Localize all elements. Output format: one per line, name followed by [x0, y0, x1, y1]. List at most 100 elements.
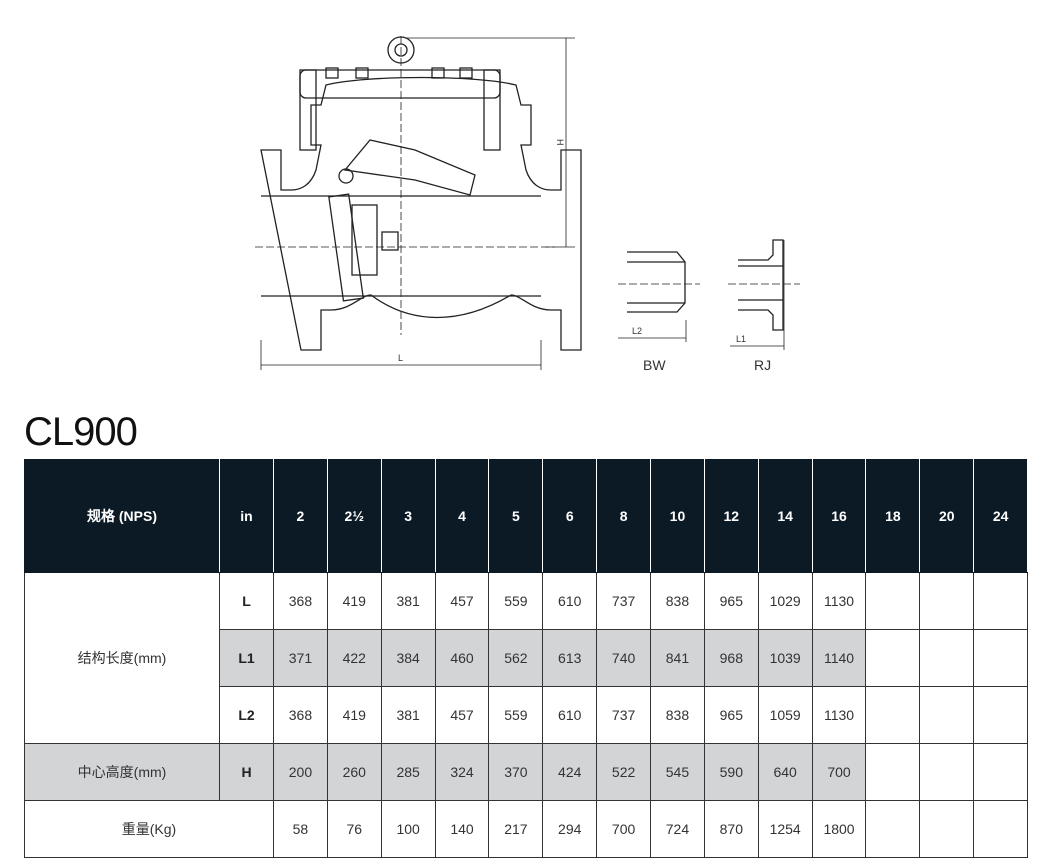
value-cell: 381 — [380, 686, 436, 744]
dimension-lines — [260, 37, 785, 370]
size-header: 6 — [542, 458, 598, 573]
value-cell — [919, 800, 975, 858]
size-header: 12 — [703, 458, 759, 573]
value-cell — [973, 743, 1029, 801]
rj-end-detail — [738, 239, 784, 331]
value-cell — [973, 686, 1029, 744]
bw-end-detail — [627, 251, 686, 313]
value-cell: 368 — [273, 686, 328, 744]
value-cell: 1039 — [757, 629, 813, 687]
value-cell: 740 — [596, 629, 652, 687]
value-cell: 965 — [703, 572, 759, 630]
valve-drawing: L H L2 L1 BW RJ — [255, 36, 800, 373]
dim-L2-label: L2 — [632, 326, 642, 336]
center-lines — [255, 36, 800, 335]
value-cell: 260 — [326, 743, 382, 801]
dim-H-label: H — [555, 139, 565, 146]
value-cell: 200 — [273, 743, 328, 801]
value-cell: 422 — [326, 629, 382, 687]
value-cell: 370 — [488, 743, 544, 801]
value-cell: 76 — [326, 800, 382, 858]
value-cell: 737 — [596, 572, 652, 630]
rj-label: RJ — [754, 357, 771, 373]
value-cell: 870 — [703, 800, 759, 858]
value-cell: 613 — [542, 629, 598, 687]
bw-label: BW — [643, 357, 666, 373]
row-key: L2 — [219, 686, 274, 744]
value-cell — [865, 572, 921, 630]
size-header: 24 — [973, 458, 1029, 573]
dim-L1-label: L1 — [736, 334, 746, 344]
page-title: CL900 — [24, 410, 138, 454]
value-cell: 1029 — [757, 572, 813, 630]
value-cell: 100 — [380, 800, 436, 858]
value-cell: 522 — [596, 743, 652, 801]
value-cell: 217 — [488, 800, 544, 858]
size-header: 2½ — [326, 458, 382, 573]
value-cell — [865, 629, 921, 687]
value-cell: 1130 — [811, 686, 867, 744]
value-cell: 1059 — [757, 686, 813, 744]
size-header: 3 — [380, 458, 436, 573]
row-key: L — [219, 572, 274, 630]
size-header: 20 — [919, 458, 975, 573]
value-cell — [973, 572, 1029, 630]
size-header: 8 — [596, 458, 652, 573]
value-cell: 700 — [596, 800, 652, 858]
value-cell: 419 — [326, 572, 382, 630]
value-cell: 424 — [542, 743, 598, 801]
value-cell: 838 — [650, 686, 705, 744]
value-cell: 559 — [488, 686, 544, 744]
value-cell: 419 — [326, 686, 382, 744]
value-cell: 562 — [488, 629, 544, 687]
value-cell: 324 — [434, 743, 490, 801]
value-cell: 285 — [380, 743, 436, 801]
value-cell: 559 — [488, 572, 544, 630]
value-cell: 457 — [434, 686, 490, 744]
value-cell: 700 — [811, 743, 867, 801]
value-cell: 838 — [650, 572, 705, 630]
value-cell: 368 — [273, 572, 328, 630]
value-cell: 58 — [273, 800, 328, 858]
value-cell: 384 — [380, 629, 436, 687]
value-cell: 968 — [703, 629, 759, 687]
bolts — [299, 67, 501, 151]
value-cell: 610 — [542, 686, 598, 744]
value-cell: 1130 — [811, 572, 867, 630]
value-cell — [865, 800, 921, 858]
value-cell — [919, 629, 975, 687]
length-label: 结构长度(mm) — [24, 572, 220, 744]
spec-header: 规格 (NPS) — [24, 458, 220, 573]
dim-L-label: L — [398, 353, 403, 363]
value-cell — [865, 743, 921, 801]
valve-body — [260, 36, 582, 351]
row-key: L1 — [219, 629, 274, 687]
weight-label: 重量(Kg) — [24, 800, 274, 858]
value-cell: 460 — [434, 629, 490, 687]
value-cell — [973, 800, 1029, 858]
value-cell — [919, 686, 975, 744]
size-header: 2 — [273, 458, 328, 573]
value-cell: 841 — [650, 629, 705, 687]
value-cell: 640 — [757, 743, 813, 801]
size-header: 16 — [811, 458, 867, 573]
value-cell — [919, 743, 975, 801]
value-cell: 1800 — [811, 800, 867, 858]
row-key: H — [219, 743, 274, 801]
value-cell: 965 — [703, 686, 759, 744]
value-cell: 590 — [703, 743, 759, 801]
value-cell: 610 — [542, 572, 598, 630]
value-cell: 1140 — [811, 629, 867, 687]
unit-header: in — [219, 458, 274, 573]
value-cell: 545 — [650, 743, 705, 801]
value-cell: 737 — [596, 686, 652, 744]
size-header: 5 — [488, 458, 544, 573]
value-cell: 294 — [542, 800, 598, 858]
value-cell — [865, 686, 921, 744]
value-cell — [919, 572, 975, 630]
value-cell: 371 — [273, 629, 328, 687]
